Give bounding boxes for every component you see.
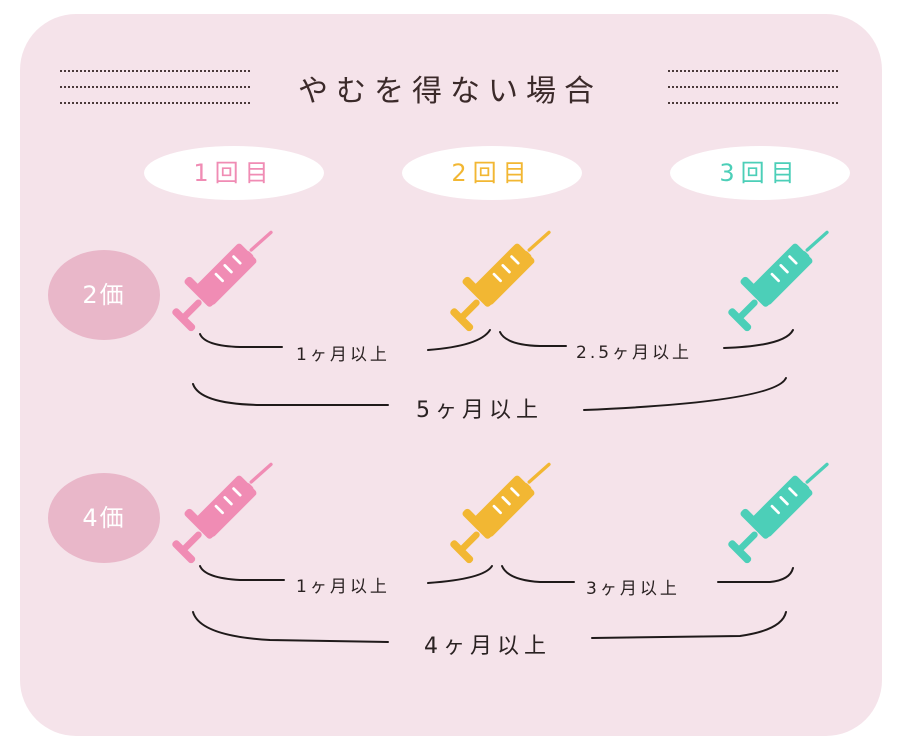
row-1-total-label: 5ヶ月以上	[416, 398, 543, 423]
row-2-gap1-bracket	[199, 565, 285, 581]
title-dots-right-1	[668, 70, 838, 78]
row-2-gap1-label: 1ヶ月以上	[296, 577, 390, 597]
title-dots-left-3	[60, 102, 250, 110]
row-2-badge: 4価	[48, 473, 160, 563]
title-dots-right-3	[668, 102, 838, 110]
row-1-gap2-bracket	[499, 331, 567, 347]
row-1-total-bracket-right	[583, 377, 787, 411]
title-dots-left-2	[60, 86, 250, 94]
dose-3-header: 3回目	[670, 146, 850, 200]
row-1-total-bracket	[192, 383, 389, 406]
row-1-gap1-bracket	[199, 333, 283, 348]
row-2-gap2-label: 3ヶ月以上	[586, 579, 680, 599]
card-background	[20, 14, 882, 736]
title-dots-right-2	[668, 86, 838, 94]
row-2-total-bracket	[192, 611, 389, 643]
row-1-gap2-bracket-right	[723, 329, 794, 349]
row-1-gap1-label: 1ヶ月以上	[296, 345, 390, 365]
row-2-gap2-bracket-right	[717, 567, 794, 583]
row-2-gap2-bracket	[501, 565, 575, 583]
row-2-total-label: 4ヶ月以上	[424, 634, 551, 659]
dose-1-header: 1回目	[144, 146, 324, 200]
row-1-gap1-bracket-right	[427, 329, 491, 351]
row-1-gap2-label: 2.5ヶ月以上	[576, 343, 693, 363]
dose-2-header: 2回目	[402, 146, 582, 200]
row-2-total-bracket-right	[591, 611, 787, 639]
row-1-badge: 2価	[48, 250, 160, 340]
title-dots-left-1	[60, 70, 250, 78]
row-2-gap1-bracket-right	[427, 565, 493, 584]
page-title: やむを得ない場合	[298, 74, 602, 109]
